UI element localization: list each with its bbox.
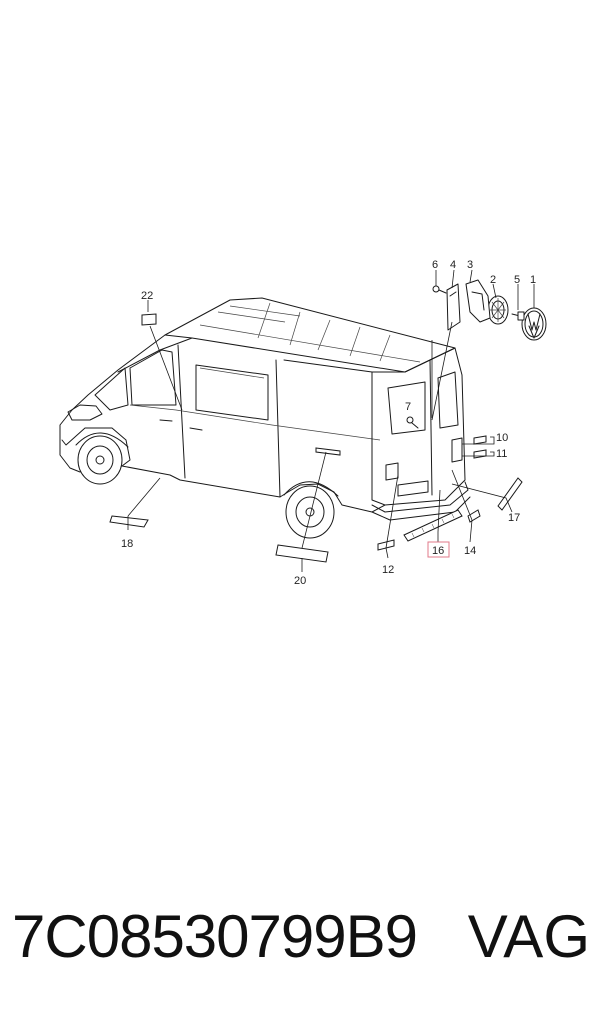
emblem-parts [406, 279, 547, 429]
highlight-box [427, 541, 450, 558]
callout-6: 6 [432, 259, 438, 271]
callout-1: 1 [530, 274, 536, 286]
callout-10: 10 [496, 432, 508, 444]
van-illustration [59, 297, 471, 539]
callout-14: 14 [464, 545, 476, 557]
callout-labels: 1 2 3 4 5 6 7 10 11 12 14 16 17 18 20 22 [121, 259, 536, 587]
callout-7: 7 [405, 401, 411, 413]
brand-label: VAG [467, 903, 590, 970]
callout-17: 17 [508, 512, 520, 524]
callout-4: 4 [450, 259, 456, 271]
part-number: 7C08530799B9 [12, 903, 418, 970]
callout-18: 18 [121, 538, 133, 550]
callout-5: 5 [514, 274, 520, 286]
callout-20: 20 [294, 575, 306, 587]
leader-lines [127, 269, 535, 572]
decal-parts [109, 313, 523, 563]
callout-22: 22 [141, 290, 153, 302]
callout-12: 12 [382, 564, 394, 576]
callout-16: 16 [432, 545, 444, 557]
footer-caption: 7C08530799B9 VAG [12, 902, 592, 972]
callout-11: 11 [496, 448, 507, 460]
callout-3: 3 [467, 259, 473, 271]
callout-2: 2 [490, 274, 496, 286]
